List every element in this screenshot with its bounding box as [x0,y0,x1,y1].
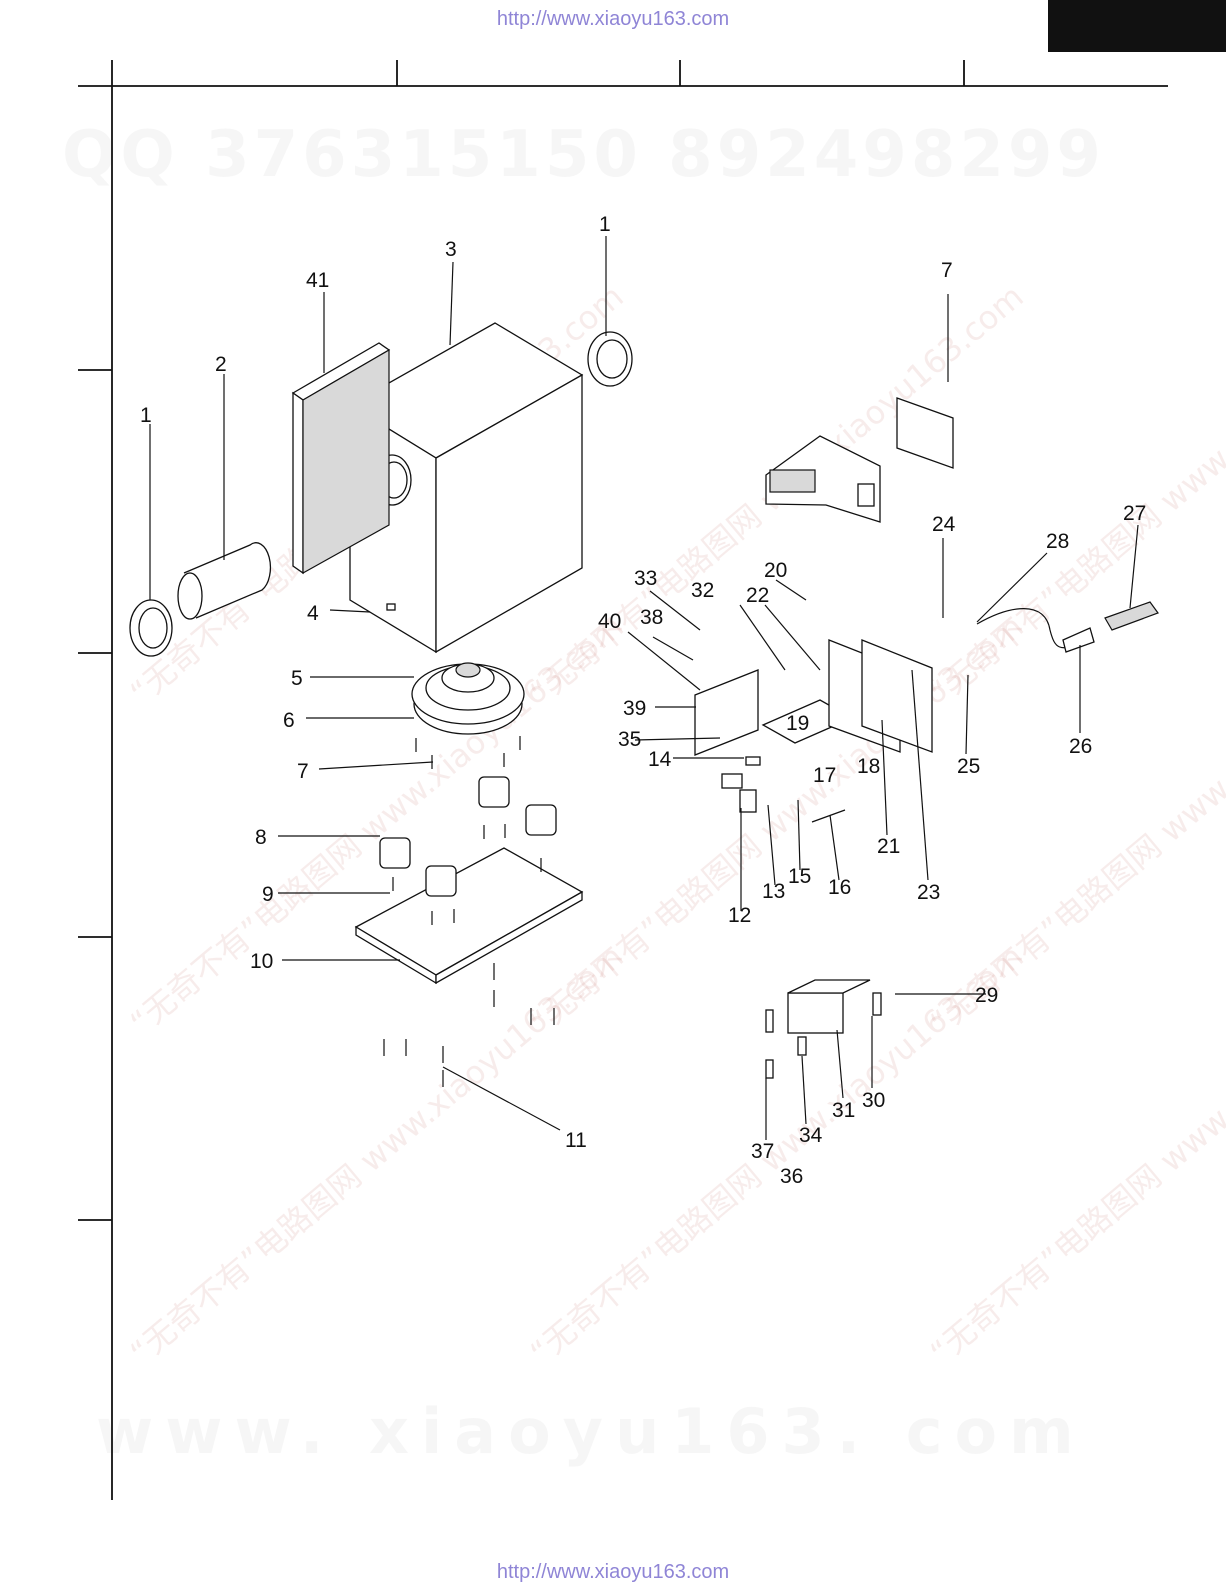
label-part-14: 14 [648,748,672,771]
label-part-33: 33 [634,567,657,590]
label-part-34: 34 [799,1124,823,1147]
woofer-drawing [411,662,525,735]
label-part-29: 29 [975,984,998,1007]
label-part-1: 1 [599,213,611,236]
label-part-16: 16 [828,876,851,899]
label-part-40: 40 [598,610,621,633]
label-part-6: 6 [283,709,295,732]
port-tube-drawing [129,331,633,657]
label-part-11: 11 [565,1129,587,1152]
transformer-drawing [765,979,882,1079]
label-part-36: 36 [780,1165,803,1188]
label-part-22: 22 [746,584,769,607]
leader-lines [149,236,1139,1140]
part-labels: 1 1 2 3 4 5 6 7 7 8 9 10 11 12 13 14 15 … [140,213,1146,1188]
label-part-8: 8 [255,826,267,849]
label-part-18: 18 [857,755,880,778]
amplifier-assembly-drawing [765,397,954,523]
label-part-31: 31 [832,1099,855,1122]
label-part-27: 27 [1123,502,1146,525]
label-part-26: 26 [1069,735,1092,758]
label-part-2: 2 [215,353,227,376]
label-part-10: 10 [250,950,273,973]
label-part-21: 21 [877,835,900,858]
page-corner-tab [1048,0,1226,52]
label-part-15: 15 [788,865,811,888]
source-url-bottom[interactable]: http://www.xiaoyu163.com [496,1561,730,1583]
drawing-frame [78,60,1168,1500]
label-part-39: 39 [623,697,646,720]
label-part-35: 35 [618,728,641,751]
label-part-41: 41 [306,269,329,292]
label-part-32: 32 [691,579,714,602]
source-url-top[interactable]: http://www.xiaoyu163.com [496,8,730,30]
label-part-20: 20 [764,559,787,582]
label-part-23: 23 [917,881,940,904]
pcb-assembly-drawing [694,639,933,823]
label-part-5: 5 [291,667,303,690]
label-part-17: 17 [813,764,836,787]
label-part-7: 7 [941,259,953,282]
label-part-7: 7 [297,760,309,783]
label-part-28: 28 [1046,530,1069,553]
label-part-19: 19 [786,712,809,735]
base-plate-drawing [354,776,584,985]
label-part-24: 24 [932,513,956,536]
label-part-1: 1 [140,404,152,427]
label-part-30: 30 [862,1089,885,1112]
power-cord-drawing [976,601,1159,653]
label-part-13: 13 [762,880,785,903]
label-part-3: 3 [445,238,457,261]
label-part-12: 12 [728,904,751,927]
label-part-38: 38 [640,606,663,629]
label-part-9: 9 [262,883,274,906]
label-part-25: 25 [957,755,980,778]
label-part-37: 37 [751,1140,774,1163]
panel-41-drawing [291,342,391,575]
label-part-4: 4 [307,602,319,625]
